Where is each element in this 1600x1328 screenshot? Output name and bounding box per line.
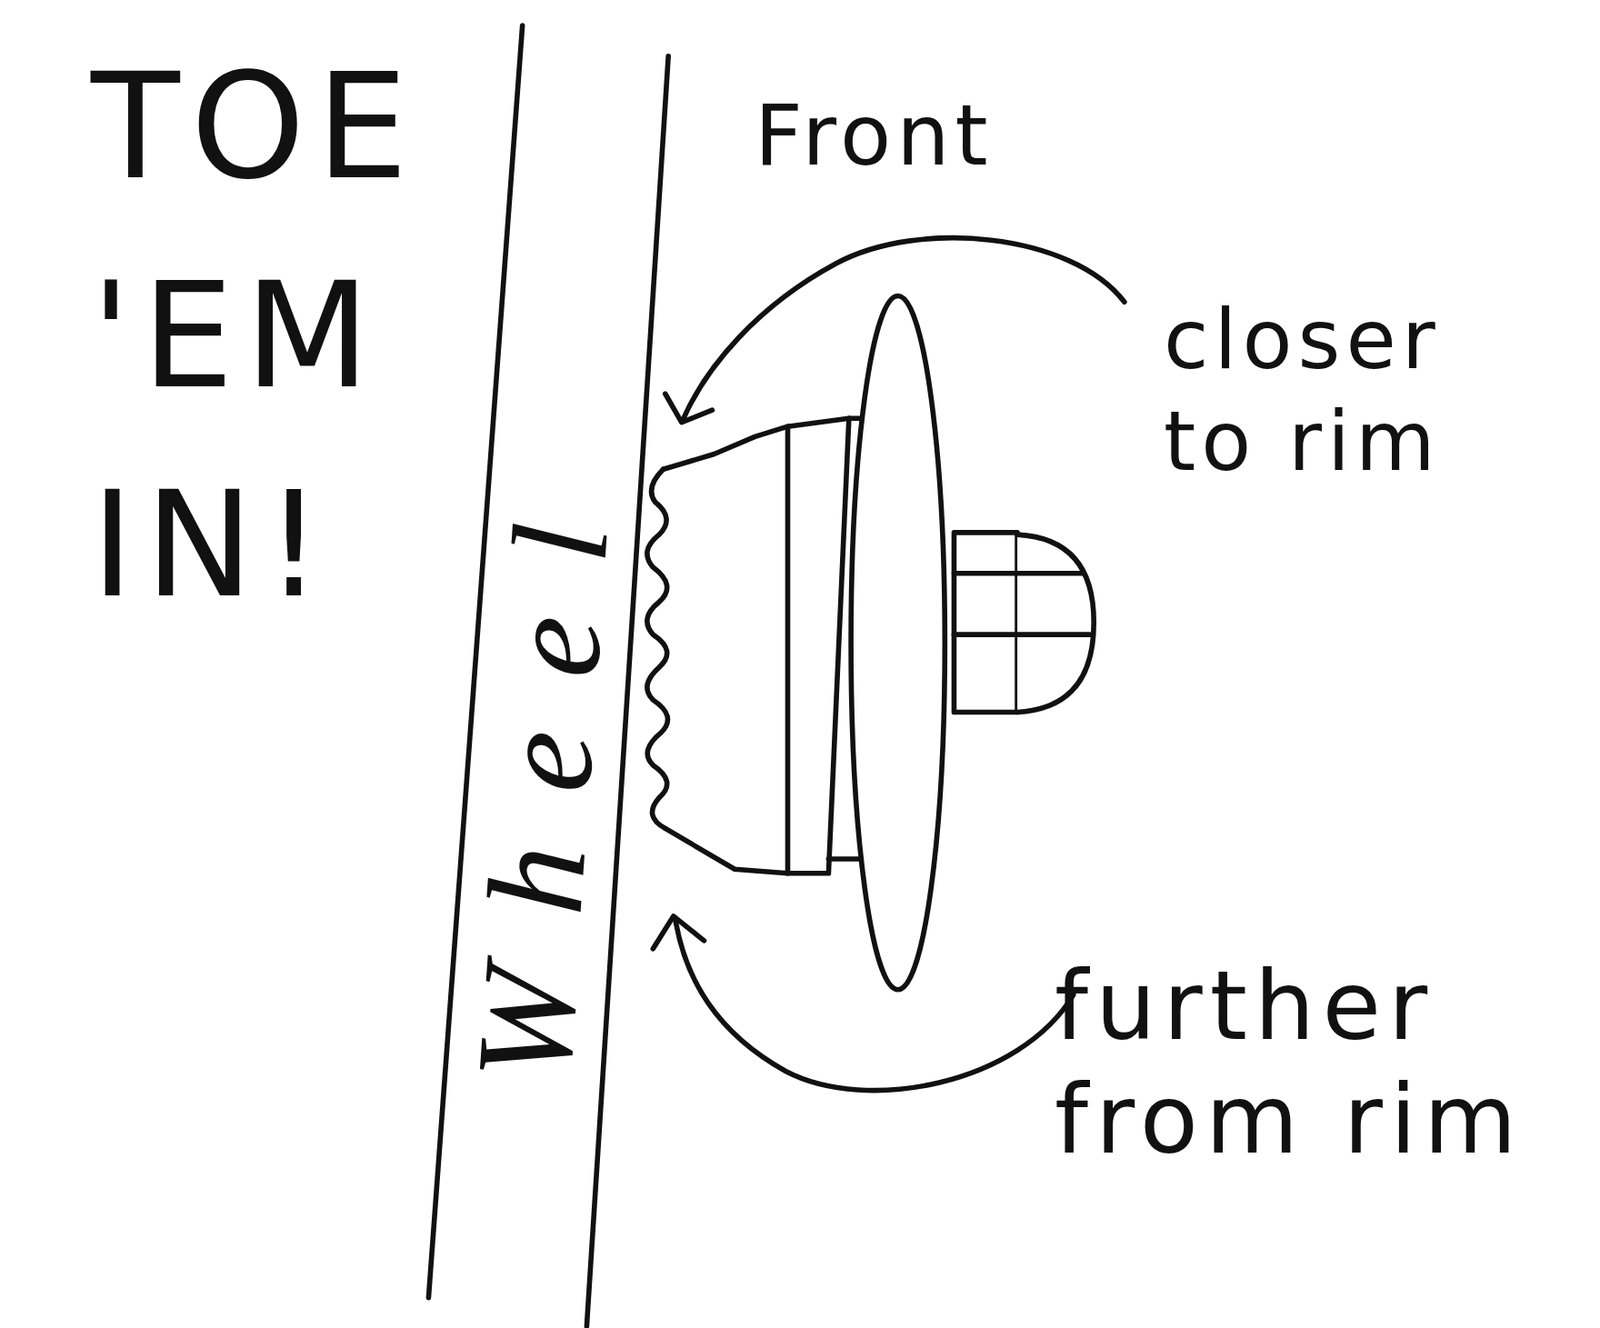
leader-arrow (675, 920, 1074, 1090)
pad-backing-plate (787, 418, 849, 874)
callout-note: further from rim (1054, 950, 1564, 1178)
nut-facet (953, 631, 1090, 638)
nut-facet (953, 570, 1084, 577)
brake-pad (663, 426, 789, 874)
arrow-head (652, 916, 704, 950)
nut (953, 532, 1018, 713)
front-label: Front (754, 86, 1119, 187)
washer (850, 295, 945, 990)
callout-note: closer to rim (1163, 289, 1491, 493)
leader-arrow (683, 238, 1125, 419)
arrow-head (665, 393, 713, 422)
title-heading: TOE 'EM IN! (90, 22, 446, 650)
pad-worn-edge (647, 469, 669, 829)
nut-dome (1017, 534, 1094, 712)
